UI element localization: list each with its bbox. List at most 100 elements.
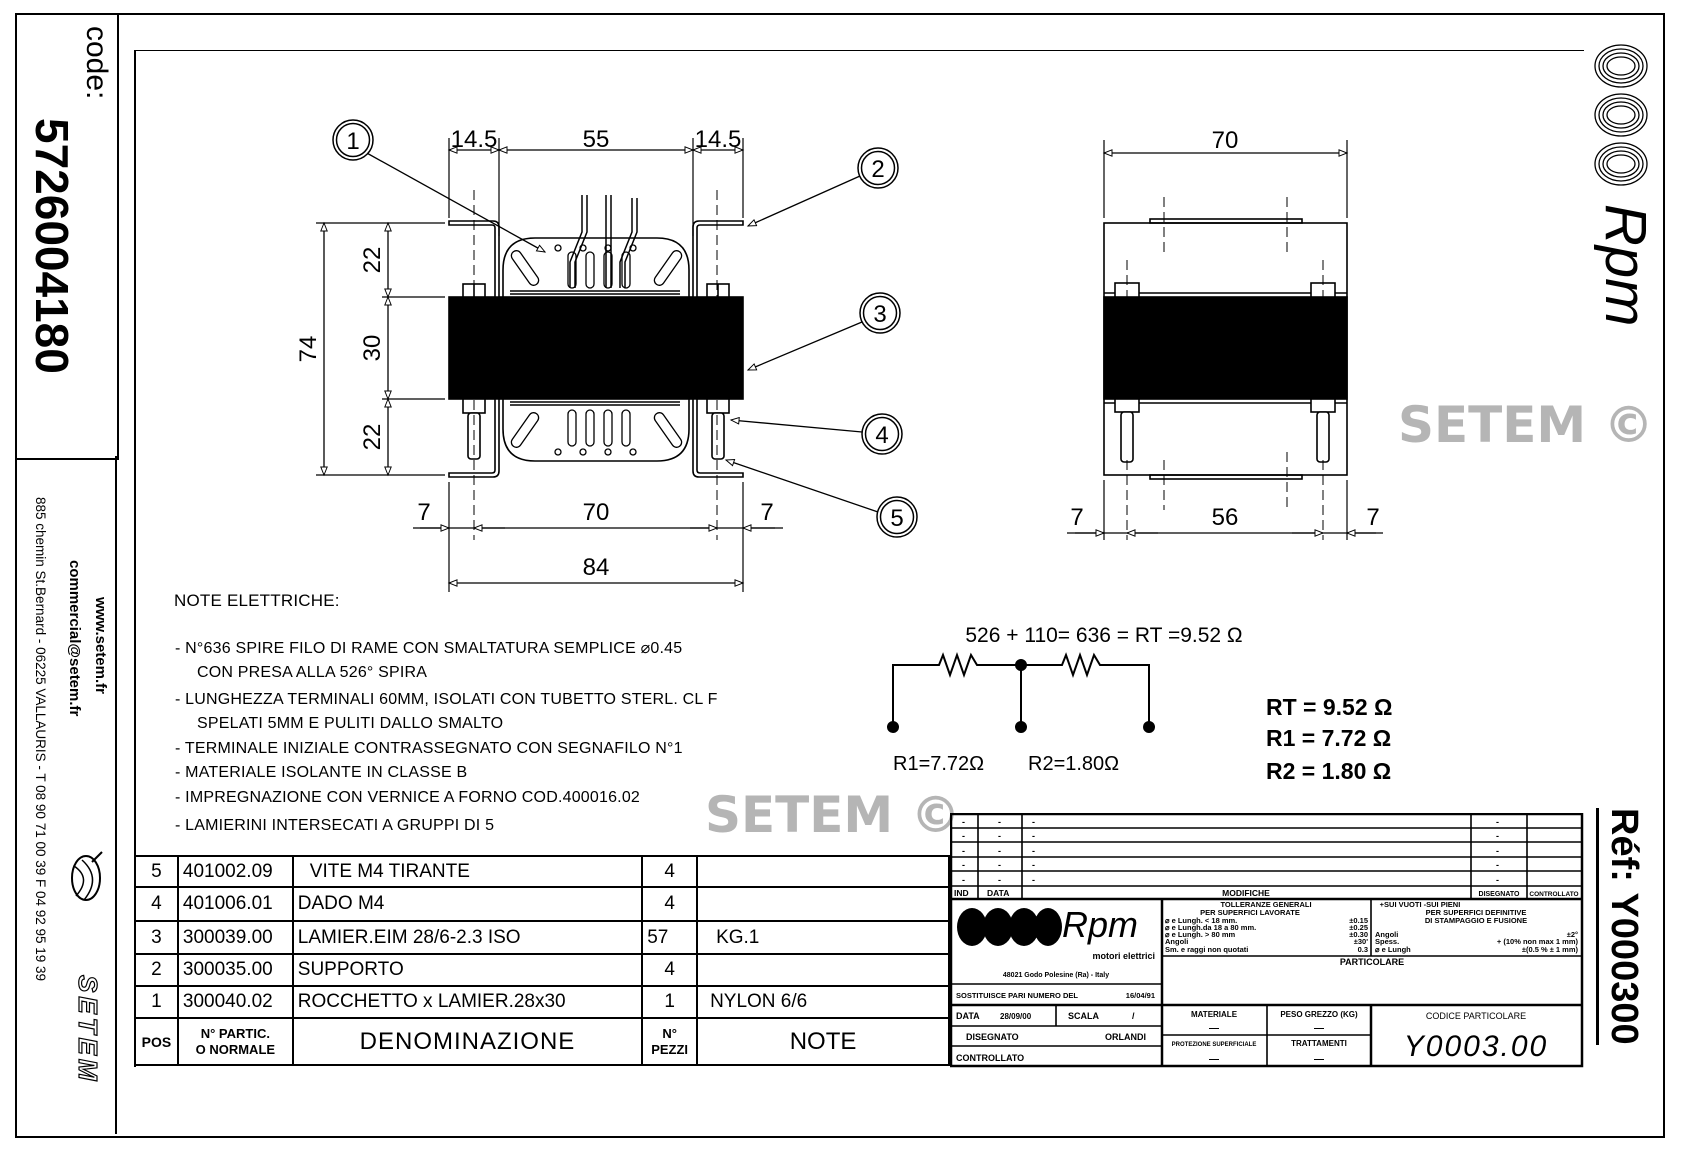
header-qty: N° PEZZI — [641, 1017, 699, 1066]
email: commercial@setem.fr — [66, 560, 83, 717]
note-line: - LUNGHEZZA TERMINALI 60MM, ISOLATI CON … — [175, 691, 718, 708]
side-dim-right: 7 — [1366, 504, 1379, 531]
part-balloons — [332, 119, 918, 538]
schematic-labels: 526 + 110= 636 = RT =9.52 Ω R1=7.72Ω R2=… — [893, 624, 1392, 784]
bobbin-top — [502, 237, 690, 297]
header-name: DENOMINAZIONE — [291, 1017, 644, 1066]
dim-h-bot: 22 — [359, 424, 386, 451]
tol-label: Angoli — [1165, 937, 1188, 946]
mod-ind: - — [962, 875, 965, 885]
cell-note — [696, 855, 950, 888]
cell-pos: 1 — [134, 985, 179, 1019]
title-block: ---- ---- ---- ---- ---- IND DATA MODIFI… — [950, 813, 1584, 1068]
side-view-labels: 70 7 56 7 — [1070, 127, 1379, 531]
trattamenti-value: — — [1314, 1054, 1324, 1065]
header-pos: POS — [134, 1017, 179, 1066]
tolerance-left-heading: PER SUPERFICI LAVORATE — [1200, 908, 1300, 917]
sheet-border — [15, 13, 1665, 1138]
note-line: - IMPREGNAZIONE CON VERNICE A FORNO COD.… — [175, 789, 641, 806]
cell-qty: 4 — [641, 886, 699, 922]
parts-list-table: 5 401002.09 VITE M4 TIRANTE 4 4 401006.0… — [134, 855, 950, 1066]
tol-label: ⌀ e Lungh.da 18 a 80 mm. — [1165, 923, 1256, 932]
setem-logo-text: SETEM — [72, 974, 103, 1085]
dim-height-total: 74 — [295, 336, 322, 363]
r2-value: R2 = 1.80 Ω — [1266, 758, 1391, 784]
sostituisce-label: SOSTITUISCE PARI NUMERO DEL — [956, 991, 1078, 1000]
r1-value: R1 = 7.72 Ω — [1266, 725, 1391, 751]
table-row: 1 300040.02 ROCCHETTO x LAMIER.28x30 1 N… — [134, 985, 950, 1019]
tol-label: Angoli — [1375, 930, 1398, 939]
mod-dis: - — [1496, 860, 1499, 870]
dim-h-mid: 30 — [359, 335, 386, 362]
website: www.setem.fr — [92, 597, 109, 694]
r1-label: R1=7.72Ω — [893, 753, 984, 775]
rpm-coil-logo-icon — [1594, 44, 1648, 186]
protezione-value: — — [1209, 1054, 1219, 1065]
cell-pos: 4 — [134, 886, 179, 922]
mod-dis: - — [1496, 831, 1499, 841]
tol-label: ⌀ e Lungh — [1375, 945, 1411, 954]
header-controllato: CONTROLLATO — [1529, 891, 1578, 898]
notes-title: NOTE ELETTRICHE: — [174, 591, 340, 610]
tol-label: ⌀ e Lungh. > 80 mm — [1165, 930, 1235, 939]
note-line: SPELATI 5MM E PULITI DALLO SMALTO — [197, 715, 504, 732]
peso-value: — — [1314, 1023, 1324, 1034]
tolerance-right-heading: PER SUPERFICI DEFINITIVE — [1426, 908, 1527, 917]
lead-wires — [569, 195, 638, 288]
note-line: CON PRESA ALLA 526° SPIRA — [197, 664, 428, 681]
modification-rows: ---- ---- ---- ---- ---- — [962, 817, 1499, 885]
cell-code: 300035.00 — [176, 953, 294, 987]
tolerance-title-right: +SUI VUOTI -SUI PIENI — [1380, 900, 1461, 909]
tol-label: Spess. — [1375, 937, 1399, 946]
mod-dis: - — [1496, 817, 1499, 827]
winding-schematic — [887, 651, 1155, 733]
cell-pos: 5 — [134, 855, 179, 888]
codice-value: Y0003.00 — [1404, 1030, 1548, 1063]
lamination-core — [448, 296, 744, 400]
tol-label: Sm. e raggi non quotati — [1165, 945, 1248, 954]
cell-pos: 2 — [134, 953, 179, 987]
cell-note: NYLON 6/6 — [696, 985, 950, 1019]
front-view-labels: 14.5 55 14.5 74 22 30 22 7 70 7 84 1 2 3… — [295, 126, 904, 581]
cell-pos: 3 — [134, 920, 179, 955]
mod-text: - — [1032, 817, 1035, 827]
reference-value: Y000300 — [1603, 892, 1645, 1045]
tol-label: ⌀ e Lungh. < 18 mm. — [1165, 916, 1237, 925]
mod-data: - — [998, 831, 1001, 841]
r2-label: R2=1.80Ω — [1028, 753, 1119, 775]
mod-text: - — [1032, 831, 1035, 841]
header-code-line1: N° PARTIC. — [200, 1025, 270, 1041]
front-view — [316, 119, 918, 592]
balloon-1: 1 — [346, 128, 359, 155]
trattamenti-label: TRATTAMENTI — [1291, 1039, 1347, 1048]
table-header-row: POS N° PARTIC. O NORMALE DENOMINAZIONE N… — [134, 1017, 950, 1066]
dim-bottom-right: 7 — [760, 499, 773, 526]
mod-ind: - — [962, 846, 965, 856]
header-code: N° PARTIC. O NORMALE — [176, 1017, 294, 1066]
drawing-frame-left — [134, 50, 136, 1067]
cell-code: 401002.09 — [176, 855, 294, 888]
rpm-brand: Rpm — [1593, 204, 1658, 327]
dim-bottom-left: 7 — [417, 499, 430, 526]
disegnato-label: DISEGNATO — [966, 1032, 1019, 1042]
cell-note: KG.1 — [696, 920, 950, 955]
balloon-4: 4 — [875, 422, 888, 449]
dim-bottom-mid: 70 — [583, 499, 610, 526]
materiale-label: MATERIALE — [1191, 1010, 1238, 1019]
data-label: DATA — [956, 1011, 980, 1021]
side-core — [1103, 296, 1348, 400]
reference: Réf: Y000300 — [1596, 808, 1645, 1045]
cell-qty: 4 — [641, 953, 699, 987]
logo-brand: Rpm — [1062, 904, 1138, 945]
cell-qty: 4 — [641, 855, 699, 888]
support-brackets — [448, 220, 744, 478]
cell-code: 401006.01 — [176, 886, 294, 922]
header-disegnato: DISEGNATO — [1479, 891, 1521, 898]
scala-value: / — [1132, 1011, 1135, 1021]
mod-ind: - — [962, 831, 965, 841]
bobbin-bottom — [502, 399, 690, 462]
header-code-line2: O NORMALE — [195, 1041, 276, 1057]
disegnato-value: ORLANDI — [1105, 1032, 1146, 1042]
tol-value: ±(0.5 % ± 1 mm) — [1522, 945, 1579, 954]
